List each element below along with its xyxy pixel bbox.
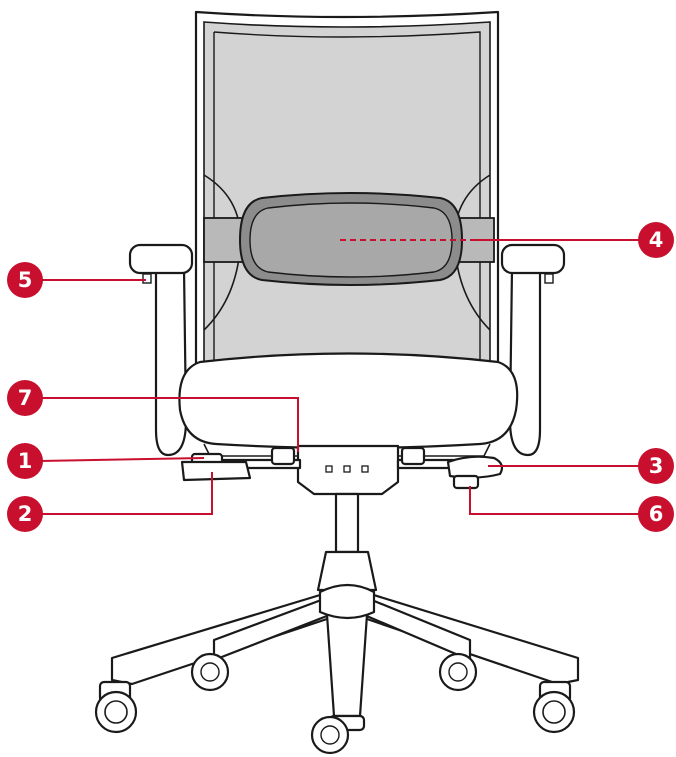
callout-badge-5: 5 (7, 262, 43, 298)
armrest-left-post (154, 266, 188, 457)
callout-badge-4: 4 (638, 222, 674, 258)
seat-mechanism (218, 444, 460, 496)
callout-label-4: 4 (649, 228, 664, 252)
mechanism-bracket-right (400, 446, 426, 466)
caster-back-left (190, 652, 230, 692)
callout-label-6: 6 (649, 502, 664, 526)
caster-back-left-wheel (190, 652, 230, 692)
callout-label-2: 2 (18, 502, 33, 526)
armrest-left-pad (128, 243, 194, 275)
caster-right-hub (542, 700, 566, 724)
column-upper (334, 492, 360, 554)
handle-left[interactable] (180, 460, 252, 482)
leader-1 (39, 457, 205, 462)
lever-right-lower[interactable] (452, 474, 480, 490)
callout-badges: 1 2 3 4 5 6 7 (7, 222, 674, 532)
caster-back-right-hub (448, 662, 468, 682)
caster-right-wheel (532, 690, 576, 734)
star-base (110, 583, 580, 718)
caster-back-left-hub (200, 662, 220, 682)
leader-2 (40, 472, 213, 515)
caster-left-hub (104, 700, 128, 724)
armrest-right-button (544, 273, 554, 284)
callout-label-1: 1 (18, 449, 33, 473)
armrest-right-post (508, 266, 542, 457)
callout-badge-2: 2 (7, 496, 43, 532)
callout-label-7: 7 (18, 386, 33, 410)
seat (178, 352, 519, 457)
gas-column (316, 492, 378, 592)
leader-7 (40, 397, 299, 452)
leader-6 (469, 486, 640, 515)
caster-right (532, 680, 576, 734)
caster-front-wheel (310, 715, 350, 755)
base-hub (318, 583, 376, 620)
caster-left-wheel (94, 690, 138, 734)
callout-badge-7: 7 (7, 380, 43, 416)
mechanism-slot-3 (361, 465, 369, 473)
armrest-left-button[interactable] (142, 273, 152, 284)
handle-right[interactable] (446, 455, 504, 479)
caster-back-right-wheel (438, 652, 478, 692)
seat-cushion (178, 352, 519, 450)
column-lower (316, 550, 378, 592)
callout-badge-1: 1 (7, 443, 43, 479)
armrest-right[interactable] (500, 243, 566, 457)
leader-lines (39, 239, 640, 515)
caster-front-hub (320, 725, 340, 745)
callout-label-3: 3 (649, 454, 664, 478)
armrest-right-pad (500, 243, 566, 275)
armrest-left[interactable] (128, 243, 194, 457)
callout-label-5: 5 (18, 268, 33, 292)
mechanism-bracket-left (270, 446, 296, 466)
mechanism-slot-1 (325, 465, 333, 473)
caster-front (310, 714, 366, 755)
caster-back-right (438, 652, 478, 692)
caster-left (94, 680, 138, 734)
mechanism-slot-2 (343, 465, 351, 473)
callout-badge-3: 3 (638, 448, 674, 484)
backrest-inner-line (213, 31, 481, 366)
callout-badge-6: 6 (638, 496, 674, 532)
backrest (194, 10, 500, 374)
